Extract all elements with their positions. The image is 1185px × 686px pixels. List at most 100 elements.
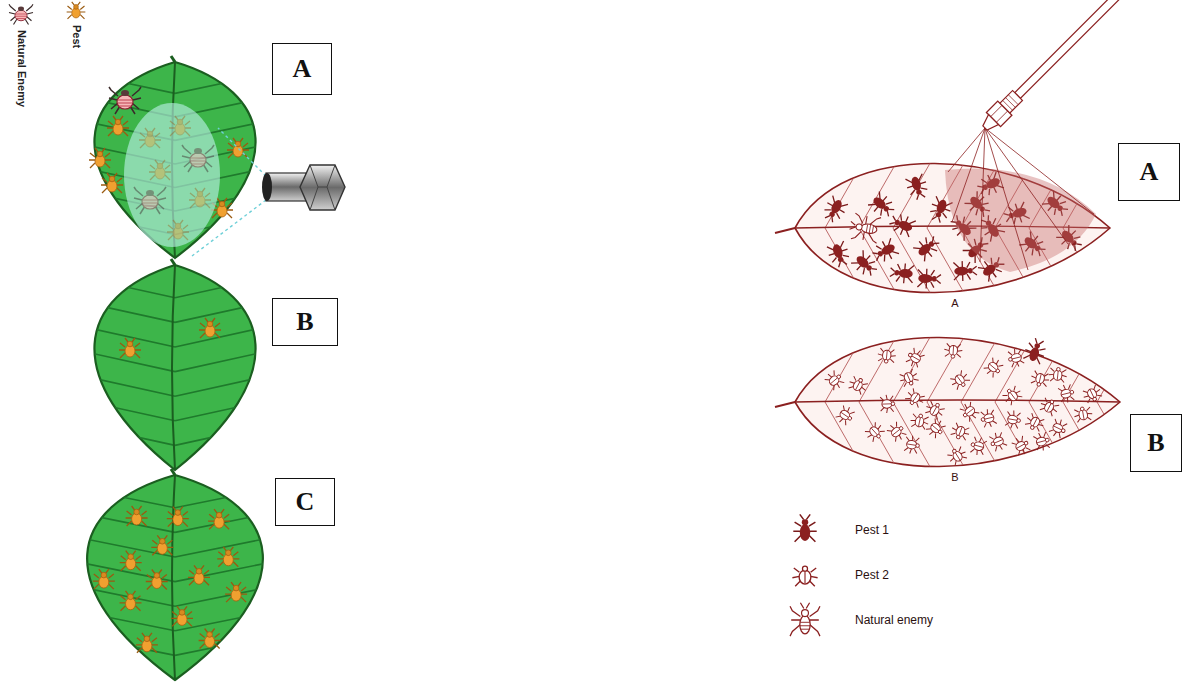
- pest1-icon: [793, 514, 816, 541]
- pest2-icon: [877, 348, 896, 364]
- pest-icon: [171, 606, 193, 626]
- natural-enemy-icon: [790, 603, 820, 636]
- pest2-icon: [1048, 367, 1067, 383]
- spray-nozzle: [978, 0, 1159, 135]
- green-leaf: [54, 259, 296, 470]
- label-box: A: [272, 43, 332, 95]
- pest-icon: [120, 551, 142, 571]
- pest2-icon: [969, 435, 987, 456]
- pest-icon: [139, 128, 161, 148]
- outline-leaf: [775, 332, 1137, 472]
- pest2-icon: [834, 404, 856, 427]
- pest-icon: [208, 509, 230, 529]
- label-box: B: [1130, 414, 1182, 472]
- label-box: B: [272, 298, 338, 346]
- pest-icon: [225, 582, 247, 602]
- pest2-icon: [1073, 406, 1093, 423]
- box-letter: A: [293, 55, 312, 84]
- pest1-icon: [1022, 336, 1049, 364]
- pest2-icon: [1011, 434, 1032, 457]
- pest2-icon: [979, 408, 997, 429]
- pest2-icon: [1033, 431, 1051, 452]
- pest2-icon: [898, 368, 920, 388]
- pest2-icon: [880, 395, 895, 413]
- pest2-icon: [1001, 384, 1024, 406]
- natural-enemy-icon: [9, 4, 33, 24]
- pest2-icon: [1024, 412, 1047, 433]
- box-letter: C: [296, 488, 315, 517]
- pest-icon: [107, 116, 129, 136]
- label-box: C: [275, 478, 335, 526]
- pest2-icon: [925, 417, 948, 440]
- pest-icon: [151, 535, 173, 555]
- figure-label: B: [951, 471, 958, 484]
- outline-leaf: [775, 158, 1110, 298]
- pest-icon: [67, 2, 86, 19]
- figure-label: A: [951, 297, 958, 310]
- pest1-icon: [826, 241, 852, 269]
- pest2-icon: [949, 422, 971, 442]
- pest-icon: [217, 547, 239, 567]
- pest2-icon: [909, 412, 930, 430]
- pest1-icon: [870, 237, 900, 265]
- legend-text: Natural Enemy: [15, 30, 28, 107]
- legend-text: Pest: [70, 25, 83, 48]
- pest-icon: [93, 569, 115, 589]
- pest1-icon: [820, 195, 849, 225]
- pest2-icon: [949, 369, 972, 391]
- pest2-icon: [1007, 348, 1025, 369]
- pest2-icon: [1030, 370, 1051, 388]
- pest-icon: [199, 318, 221, 338]
- pest-icon: [136, 633, 158, 653]
- legend-text: Pest 2: [855, 568, 889, 582]
- pest2-icon: [904, 346, 925, 369]
- pest2-icon: [982, 356, 1005, 379]
- box-letter: B: [1147, 429, 1164, 458]
- pest-icon: [89, 148, 111, 168]
- green-leaf: [43, 469, 307, 680]
- spray-nozzle: [262, 165, 345, 210]
- pest1-icon: [887, 211, 916, 238]
- pest-icon: [126, 506, 148, 526]
- pest-icon: [101, 173, 123, 193]
- pest2-icon: [904, 387, 927, 409]
- pest1-icon: [912, 232, 942, 262]
- pest2-icon: [823, 369, 846, 392]
- pest-icon: [167, 507, 189, 527]
- pest2-icon: [944, 343, 963, 359]
- box-letter: A: [1140, 158, 1159, 187]
- natural-enemy-icon: [109, 87, 141, 114]
- pest1-icon: [917, 268, 941, 289]
- box-letter: B: [296, 308, 313, 337]
- pest2-icon: [863, 421, 886, 444]
- pest-icon: [199, 629, 221, 649]
- pest2-icon: [946, 445, 969, 467]
- pest2-icon: [1048, 417, 1069, 439]
- pest2-icon: [1081, 384, 1103, 405]
- spray-line: [192, 128, 266, 256]
- legend-text: Pest 1: [855, 523, 889, 537]
- spray-cloud: [124, 103, 220, 247]
- pest1-icon: [889, 262, 914, 284]
- pest-icon: [119, 338, 141, 358]
- green-leaf: [54, 56, 296, 258]
- pest2-icon: [904, 435, 921, 455]
- pest2-icon: [1005, 410, 1022, 430]
- pest2-icon: [958, 400, 980, 423]
- pest-icon: [149, 160, 171, 180]
- natural-enemy-icon: [182, 145, 214, 172]
- pest-icon: [169, 116, 191, 136]
- pest1-icon: [904, 173, 930, 201]
- pest2-icon: [1058, 383, 1076, 404]
- natural-enemy-icon: [134, 187, 166, 214]
- pest-icon: [189, 188, 211, 208]
- pest-icon: [120, 591, 142, 611]
- spray-line: [948, 128, 1094, 270]
- pest-icon: [146, 570, 168, 590]
- pest2-icon: [1038, 396, 1061, 417]
- legend-text: Natural enemy: [855, 613, 933, 627]
- pest1-icon: [953, 261, 977, 282]
- natural-enemy-icon: [848, 213, 881, 244]
